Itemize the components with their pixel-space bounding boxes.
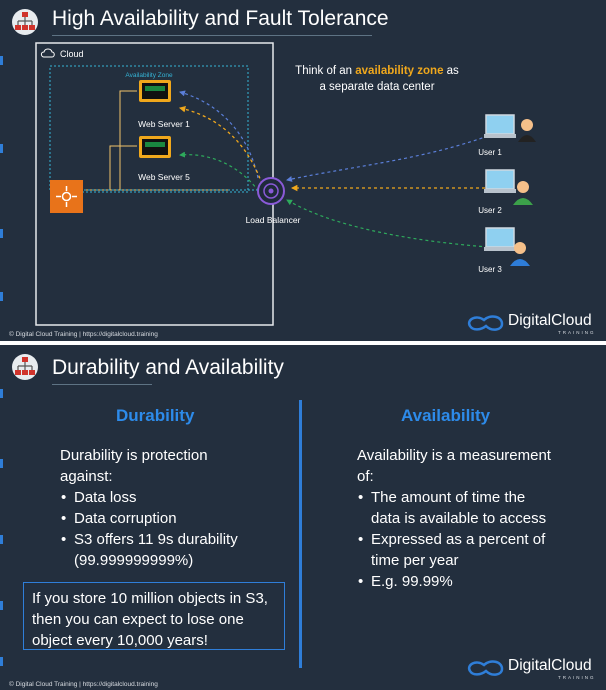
title-underline [52, 35, 372, 36]
user-3-icon [484, 227, 530, 266]
left-marker [0, 459, 3, 468]
durability-body: Durability is protection against: Data l… [60, 445, 290, 571]
user-1-label: User 1 [478, 148, 502, 157]
list-item: Expressed as a percent of time per year [358, 529, 597, 571]
left-marker [0, 389, 3, 398]
brand-subtitle: TRAINING [558, 330, 596, 335]
user-2-label: User 2 [478, 206, 502, 215]
network-hierarchy-icon [12, 9, 38, 35]
availability-zone-boundary [49, 65, 249, 193]
list-item-line: E.g. 99.99% [371, 573, 453, 590]
left-marker [0, 657, 3, 666]
availability-intro-line2: of: [357, 468, 374, 485]
routing-service-icon [50, 180, 83, 213]
brand-name: DigitalCloud [508, 312, 592, 329]
availability-intro-line1: Availability is a measurement [357, 447, 551, 464]
title-underline [52, 384, 152, 385]
footer-text: © Digital Cloud Training | https://digit… [9, 681, 158, 688]
left-marker [0, 144, 3, 153]
brand-name: DigitalCloud [508, 657, 592, 674]
durability-heading: Durability [116, 406, 195, 425]
brand-logo: DigitalCloud TRAINING [466, 654, 594, 680]
user1-traffic-line [286, 135, 489, 182]
load-balancer-label: Load Balancer [246, 215, 301, 225]
callout-line: If you store 10 million objects in S3, [32, 590, 268, 607]
left-marker [0, 292, 3, 301]
list-item: Data loss [61, 487, 290, 508]
availability-heading: Availability [401, 406, 491, 425]
page-title: Durability and Availability [52, 356, 284, 379]
list-item-line: Expressed as a percent of [371, 531, 546, 548]
column-divider [299, 400, 302, 668]
lb-to-server1-orange-line [178, 106, 263, 185]
list-item: Data corruption [61, 508, 290, 529]
brand-subtitle: TRAINING [558, 675, 596, 680]
footer-text: © Digital Cloud Training | https://digit… [9, 331, 158, 338]
slide-durability-availability: Durability and Availability Durability D… [0, 345, 606, 690]
brand-logo: DigitalCloud TRAINING [466, 309, 594, 335]
durability-intro-line2: against: [60, 468, 113, 485]
list-item: S3 offers 11 9s durability [61, 529, 290, 550]
architecture-diagram: Cloud Availability Zone Web Server 1 Web… [35, 42, 536, 326]
user-2-icon [484, 169, 533, 205]
server1-label: Web Server 1 [138, 119, 190, 129]
availability-list: The amount of time the data is available… [357, 487, 597, 592]
list-item: E.g. 99.99% [358, 571, 597, 592]
lb-to-server1-line [179, 90, 259, 179]
callout-line: then you can expect to lose one [32, 611, 244, 628]
note-highlight: availability zone [355, 65, 443, 77]
left-marker [0, 229, 3, 238]
list-item-line: time per year [371, 552, 459, 569]
left-marker [0, 601, 3, 610]
durability-percentage: (99.999999999%) [74, 552, 194, 569]
user-3-label: User 3 [478, 265, 502, 274]
network-hierarchy-icon [12, 354, 38, 380]
user3-traffic-line [286, 199, 489, 248]
load-balancer-icon [257, 177, 285, 205]
page-title: High Availability and Fault Tolerance [52, 7, 389, 30]
durability-list: Data loss Data corruption S3 offers 11 9… [60, 487, 290, 550]
web-server-5-icon [139, 136, 171, 158]
az-label: Availability Zone [125, 72, 173, 79]
callout-line: object every 10,000 years! [32, 632, 208, 649]
note-suffix: as [443, 65, 459, 77]
web-server-1-icon [139, 80, 171, 102]
az-note-line2: a separate data center [319, 81, 434, 93]
list-item-line: The amount of time the [371, 489, 526, 506]
cloud-label: Cloud [60, 49, 84, 59]
durability-callout: If you store 10 million objects in S3, t… [23, 582, 285, 650]
list-item-line: data is available to access [371, 510, 547, 527]
note-prefix: Think of an [295, 65, 355, 77]
cloud-icon [40, 48, 55, 58]
list-item: The amount of time the data is available… [358, 487, 597, 529]
slide-high-availability: High Availability and Fault Tolerance [0, 0, 606, 341]
user-1-icon [484, 114, 536, 142]
left-marker [0, 535, 3, 544]
durability-intro-line1: Durability is protection [60, 447, 208, 464]
availability-body: Availability is a measurement of: The am… [357, 445, 597, 592]
lb-to-server5-line [179, 151, 263, 197]
brand-cloud-icon [467, 660, 504, 676]
az-note-line1: Think of an availability zone as [295, 65, 459, 77]
brand-cloud-icon [467, 315, 504, 331]
left-marker [0, 56, 3, 65]
server5-label: Web Server 5 [138, 172, 190, 182]
